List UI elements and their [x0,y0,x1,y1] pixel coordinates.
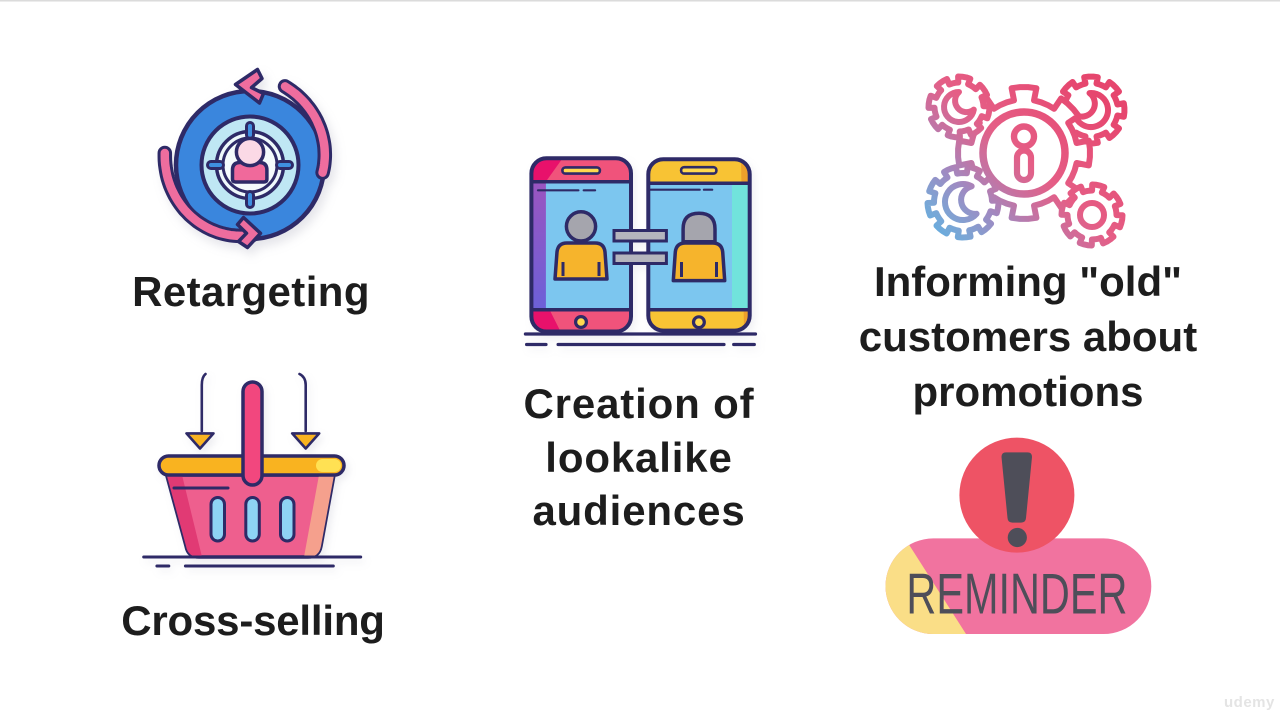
svg-text:REMINDER: REMINDER [906,563,1127,627]
